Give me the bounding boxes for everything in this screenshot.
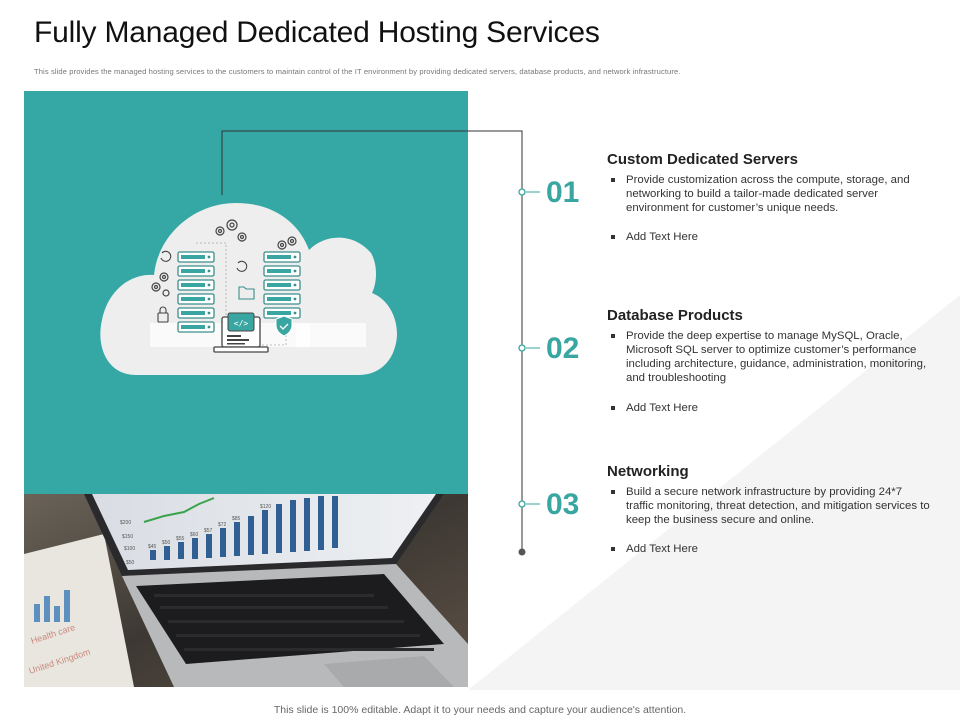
page-title: Fully Managed Dedicated Hosting Services — [34, 16, 600, 49]
svg-text:</>: </> — [234, 319, 249, 328]
chart-label: $55 — [176, 536, 185, 542]
bullet-icon — [611, 490, 615, 494]
item-description-text: Build a secure network infrastructure by… — [626, 486, 930, 526]
item-heading: Custom Dedicated Servers — [607, 151, 798, 168]
lock-icon — [157, 306, 169, 323]
item-extra-text: Add Text Here — [626, 543, 698, 555]
item-extra-text: Add Text Here — [626, 402, 698, 414]
chart-label: $85 — [232, 516, 241, 522]
chart-label: $100 — [124, 546, 135, 552]
item-description: Provide customization across the compute… — [611, 173, 931, 215]
page-subtitle: This slide provides the managed hosting … — [34, 67, 681, 76]
bullet-icon — [611, 178, 615, 182]
chart-label: $72 — [218, 522, 227, 528]
chart-label: $50 — [126, 560, 135, 566]
chart-label: $120 — [260, 504, 271, 510]
code-laptop-icon: </> — [213, 312, 269, 353]
item-heading: Database Products — [607, 307, 743, 324]
chart-label: $57 — [204, 528, 213, 534]
item-extra: Add Text Here — [611, 401, 931, 415]
bullet-icon — [611, 547, 615, 551]
item-extra: Add Text Here — [611, 230, 931, 244]
bullet-icon — [611, 235, 615, 239]
item-description: Build a secure network infrastructure by… — [611, 485, 931, 527]
laptop-photo: Health care United Kingdom $200 $150 $10… — [24, 494, 468, 687]
item-extra: Add Text Here — [611, 542, 931, 556]
item-extra-text: Add Text Here — [626, 231, 698, 243]
step-number-01: 01 — [546, 176, 580, 209]
chart-label: $45 — [148, 544, 157, 550]
cloud-icon: </> — [100, 203, 397, 375]
step-number-03: 03 — [546, 488, 580, 521]
chart-label: $200 — [120, 520, 131, 526]
bullet-icon — [611, 406, 615, 410]
step-number-02: 02 — [546, 332, 580, 365]
chart-label: $150 — [122, 534, 133, 540]
footer-note: This slide is 100% editable. Adapt it to… — [273, 704, 687, 716]
chart-label: $50 — [162, 540, 171, 546]
chart-label: $60 — [190, 532, 199, 538]
item-description: Provide the deep expertise to manage MyS… — [611, 329, 931, 385]
item-heading: Networking — [607, 463, 689, 480]
bullet-icon — [611, 334, 615, 338]
server-rack-icon — [263, 251, 301, 319]
item-description-text: Provide customization across the compute… — [626, 174, 910, 214]
background-shape — [468, 295, 960, 690]
item-description-text: Provide the deep expertise to manage MyS… — [626, 330, 927, 384]
